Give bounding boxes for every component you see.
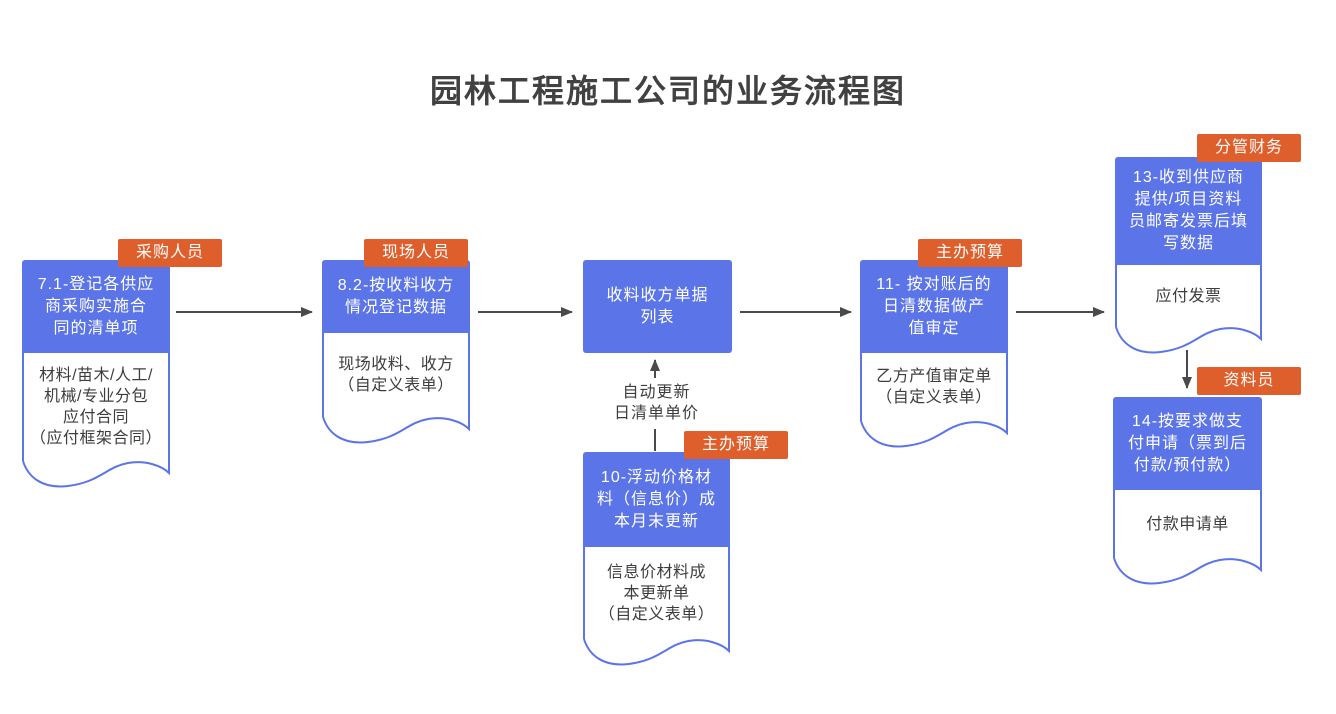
role-tag-step14: 资料员 [1197, 367, 1301, 395]
document-wave [22, 460, 170, 488]
node-step10-document: 信息价材料成 本更新单 （自定义表单） [583, 547, 730, 639]
diagram-title: 园林工程施工公司的业务流程图 [429, 73, 906, 109]
node-list-header: 收料收方单据 列表 [583, 260, 732, 353]
document-wave [860, 420, 1008, 448]
flow-node-step10: 10-浮动价格材 料（信息价）成 本月末更新 信息价材料成 本更新单 （自定义表… [583, 452, 730, 669]
node-step13-header: 13-收到供应商 提供/项目资料 员邮寄发票后填 写数据 [1115, 157, 1262, 265]
node-step13-document: 应付发票 [1115, 265, 1262, 327]
edge-label-auto-update: 自动更新 日清单单价 [613, 384, 699, 422]
role-tag-step11: 主办预算 [918, 239, 1022, 267]
node-step14-document: 付款申请单 [1113, 490, 1262, 558]
node-step14-header: 14-按要求做支 付申请（票到后 付款/预付款） [1113, 397, 1262, 490]
flow-node-list: 收料收方单据 列表 [583, 260, 732, 353]
node-step11-header: 11- 按对账后的 日清数据做产 值审定 [860, 260, 1008, 353]
flow-node-step14: 14-按要求做支 付申请（票到后 付款/预付款） 付款申请单 [1113, 397, 1262, 588]
flow-node-step13: 13-收到供应商 提供/项目资料 员邮寄发票后填 写数据 应付发票 [1115, 157, 1262, 357]
document-wave [583, 638, 730, 666]
role-tag-step10: 主办预算 [684, 431, 788, 459]
node-step10-header: 10-浮动价格材 料（信息价）成 本月末更新 [583, 452, 730, 547]
node-step11-document: 乙方产值审定单 （自定义表单） [860, 353, 1008, 421]
flow-node-step7: 7.1-登记各供应 商采购实施合 同的清单项 材料/苗木/人工/ 机械/专业分包… [22, 260, 170, 491]
document-wave [1113, 557, 1262, 585]
node-step8-header: 8.2-按收料收方 情况登记数据 [322, 260, 470, 333]
flow-node-step8: 8.2-按收料收方 情况登记数据 现场收料、收方 （自定义表单） [322, 260, 470, 447]
node-step7-document: 材料/苗木/人工/ 机械/专业分包 应付合同 （应付框架合同） [22, 353, 170, 461]
document-wave [1115, 326, 1262, 354]
role-tag-step13: 分管财务 [1197, 134, 1301, 162]
document-wave [322, 416, 470, 444]
role-tag-step8: 现场人员 [364, 239, 468, 267]
flow-node-step11: 11- 按对账后的 日清数据做产 值审定 乙方产值审定单 （自定义表单） [860, 260, 1008, 451]
node-step8-document: 现场收料、收方 （自定义表单） [322, 333, 470, 417]
node-step7-header: 7.1-登记各供应 商采购实施合 同的清单项 [22, 260, 170, 353]
role-tag-step7: 采购人员 [118, 239, 222, 267]
